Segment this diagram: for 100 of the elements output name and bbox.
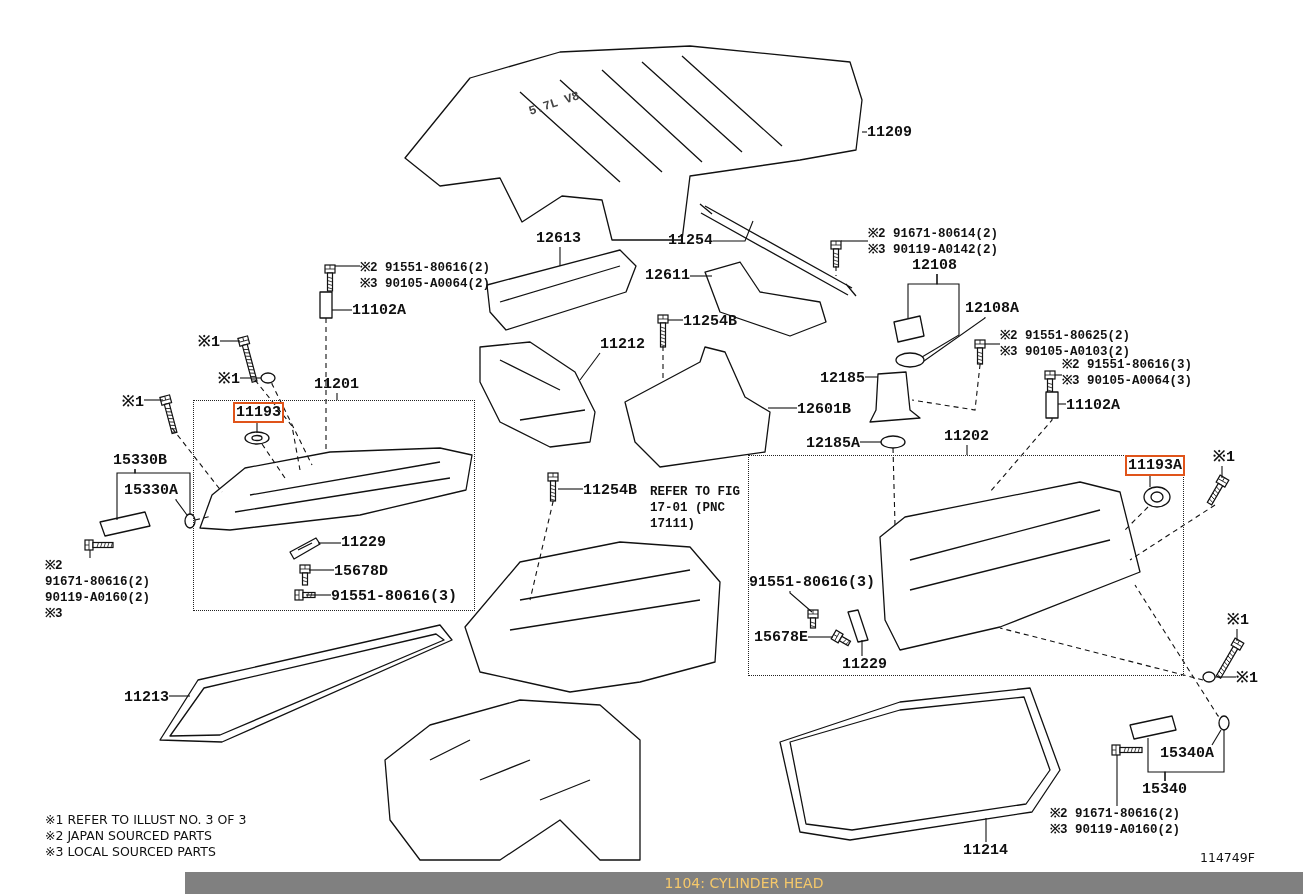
part-number: 91671-80616(2) [45, 574, 151, 590]
leader-line [859, 441, 882, 443]
cover-drawing [479, 341, 596, 448]
part-number: 11254B [583, 482, 637, 499]
leader-line [256, 422, 258, 434]
assembly-line [529, 500, 554, 601]
part-number: 15340 [1142, 781, 1187, 798]
part-number: ※3 [45, 606, 64, 622]
leader-line [317, 542, 342, 544]
leader-line [168, 695, 191, 697]
assembly-line [892, 447, 896, 526]
assembly-line [271, 382, 313, 466]
part-number: 11202 [944, 428, 989, 445]
embossed-text: 5.7L V8 [526, 88, 582, 120]
leader-line [985, 817, 987, 843]
oil-seal-drawing [1143, 486, 1171, 508]
insulator-drawing [624, 346, 771, 468]
leader-line [175, 498, 188, 516]
leader-line [864, 376, 879, 378]
leader-line [923, 316, 986, 362]
leader-line [921, 273, 960, 358]
part-number: 91551-80616(3) [749, 574, 876, 591]
part-number: 15330B [113, 452, 167, 469]
bolt-drawing [324, 264, 336, 292]
bolt-drawing [294, 589, 316, 601]
part-number: 11102A [352, 302, 406, 319]
part-number: 11201 [314, 376, 359, 393]
cylinder-head-cover-drawing [879, 481, 1141, 651]
part-number: ※2 91671-80614(2) [868, 226, 999, 242]
part-number: ※2 91551-80616(2) [360, 260, 491, 276]
leader-line [334, 265, 361, 267]
part-number: ※1 [218, 371, 240, 388]
part-number: ※2 91671-80616(2) [1050, 806, 1181, 822]
oil-control-valve-drawing [1129, 715, 1177, 740]
assembly-line [999, 627, 1204, 681]
bolt-drawing [657, 314, 669, 348]
part-number: 15340A [1160, 745, 1214, 762]
leader-line [331, 309, 353, 311]
part-number: ※2 91551-80625(2) [1000, 328, 1131, 344]
part-number: 90119-A0160(2) [45, 590, 151, 606]
oil-filler-neck-drawing [869, 371, 921, 423]
part-number: 11209 [867, 124, 912, 141]
part-number: 12601B [797, 401, 851, 418]
part-number: ※3 90105-A0103(2) [1000, 344, 1131, 359]
part-number: ※2 [45, 558, 64, 574]
leader-line [305, 594, 332, 596]
leader-line [840, 240, 869, 242]
leader-line [689, 275, 713, 277]
leader-line [667, 319, 684, 321]
footnote: ※1 REFER TO ILLUST NO. 3 OF 3 [45, 812, 247, 828]
bolt-drawing [159, 394, 178, 435]
part-number: ※1 [1213, 449, 1235, 466]
reference-note: REFER TO FIG 17-01 (PNC 17111) [650, 484, 741, 532]
part-number: ※1 [1236, 670, 1258, 687]
leader-line [1236, 628, 1238, 642]
part-number: 91551-80616(3) [331, 588, 458, 605]
caption: 1104: CYLINDER HEAD [185, 872, 1303, 894]
part-number: ※1 [1227, 612, 1249, 629]
part-number: 12108A [965, 300, 1019, 317]
leader-line [1221, 465, 1223, 479]
bolt-drawing [84, 539, 114, 551]
group-frame [193, 400, 475, 611]
leader-line [1214, 676, 1237, 678]
sensor-drawing [1045, 391, 1059, 419]
gasket-drawing [289, 537, 321, 560]
part-number: ※1 [122, 394, 144, 411]
assembly-line [254, 379, 301, 471]
cover-drawing [486, 249, 637, 331]
bolt-drawing [830, 629, 852, 647]
part-number: 11254B [683, 313, 737, 330]
part-number: 12108 [912, 257, 957, 274]
oil-control-valve-drawing [99, 511, 151, 537]
leader-line [966, 444, 968, 456]
leader-line [557, 488, 584, 490]
part-number: 11212 [600, 336, 645, 353]
leader-line [1116, 754, 1118, 807]
washer-drawing [1202, 671, 1216, 683]
bolt-drawing [974, 339, 986, 365]
assembly-line [1124, 506, 1149, 531]
part-number: 11214 [963, 842, 1008, 859]
gasket-drawing [895, 352, 925, 368]
leader-line [89, 549, 91, 559]
highlighted-part-number: 11193A [1125, 455, 1185, 476]
footnote: ※2 JAPAN SOURCED PARTS [45, 828, 212, 844]
assembly-line [662, 345, 664, 381]
gasket-drawing [880, 435, 906, 449]
leader-line [219, 340, 241, 342]
cylinder-head-cover-drawing [199, 447, 473, 531]
bolt-drawing [1111, 744, 1143, 756]
part-number: ※3 90119-A0160(2) [1050, 822, 1181, 838]
highlighted-part-number: 11193 [233, 402, 284, 423]
assembly-line [835, 265, 837, 277]
figure-number: 114749F [1200, 850, 1255, 866]
bolt-drawing [299, 564, 311, 586]
part-number: 11229 [341, 534, 386, 551]
assembly-line [1134, 584, 1220, 717]
part-number: 12185A [806, 435, 860, 452]
leader-line [767, 407, 798, 409]
o-ring-drawing [184, 513, 196, 529]
part-number: 12613 [536, 230, 581, 247]
